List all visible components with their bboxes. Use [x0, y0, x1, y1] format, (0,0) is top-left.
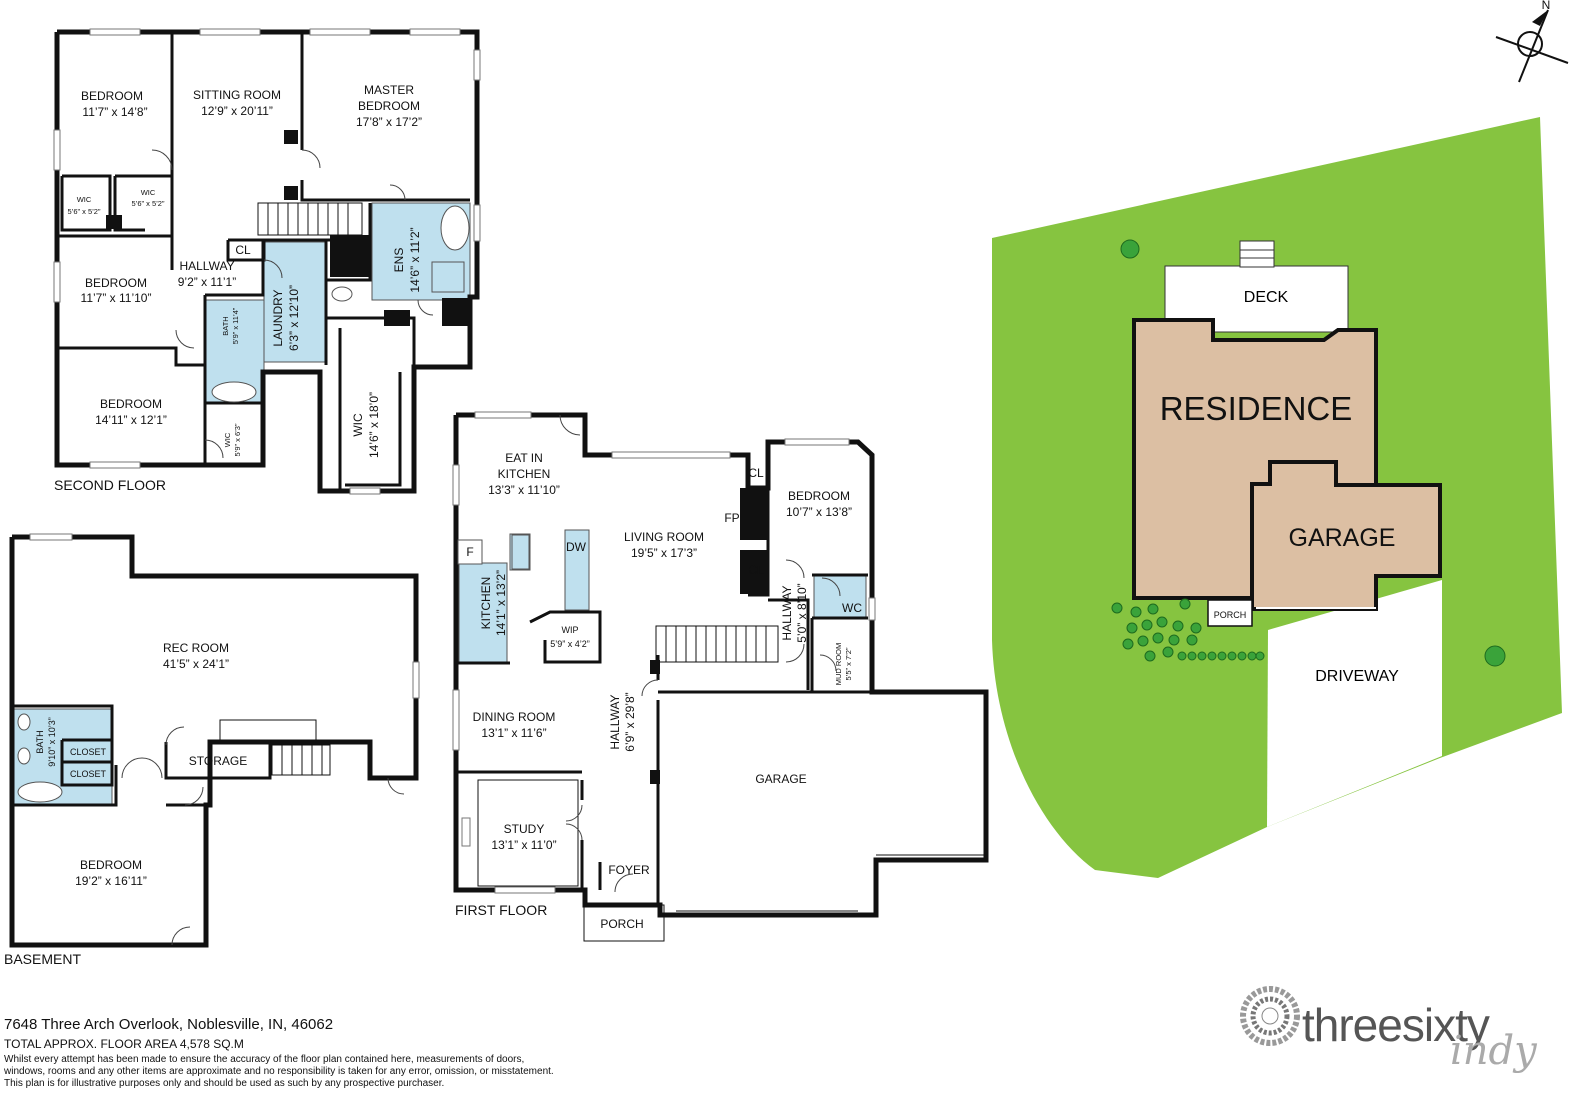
laundry-size: 6’3” x 12’10”: [287, 285, 301, 351]
compass-icon: [1495, 9, 1569, 83]
closet-2-label: CLOSET: [70, 769, 107, 779]
eat-in-kitchen-label-2: KITCHEN: [498, 467, 551, 481]
camera-aperture-icon: [1240, 986, 1300, 1046]
laundry-label: LAUNDRY: [271, 289, 285, 346]
closet-a-label: CL: [748, 466, 764, 480]
basement-plan: [9, 533, 420, 948]
hallway-short-size: 5’0” x 8’10”: [795, 583, 809, 642]
wic-1-label: WIC: [77, 195, 92, 204]
brand-subtitle: indy: [1450, 1028, 1537, 1074]
site-driveway-label: DRIVEWAY: [1315, 668, 1399, 685]
kitchen-size: 14’1” x 13’2”: [494, 570, 508, 636]
porch-label: PORCH: [600, 917, 643, 931]
compass-north-label: N: [1542, 0, 1551, 12]
wic-4-size: 14’6” x 18’0”: [367, 392, 381, 458]
plan-footer: 7648 Three Arch Overlook, Noblesville, I…: [4, 1016, 644, 1090]
master-bedroom-label-2: BEDROOM: [358, 99, 420, 113]
bath-basement-label: BATH: [35, 730, 45, 753]
living-room-label: LIVING ROOM: [624, 530, 704, 544]
total-floor-area: TOTAL APPROX. FLOOR AREA 4,578 SQ.M: [4, 1037, 244, 1051]
hallway-main-size: 6’9” x 29’8”: [623, 692, 637, 751]
master-bedroom-label-1: MASTER: [364, 83, 414, 97]
bedroom-1-size: 11’7” x 14’8”: [82, 105, 147, 119]
mud-room-label: MUD ROOM: [834, 643, 843, 686]
eat-in-kitchen-size: 13’3” x 11’10”: [488, 483, 560, 497]
sitting-room-size: 12’9” x 20’11”: [201, 104, 273, 118]
rec-room-size: 41’5” x 24’1”: [163, 657, 229, 671]
wic-1-size: 5’6” x 5’2”: [68, 207, 101, 216]
property-address: 7648 Three Arch Overlook, Noblesville, I…: [4, 1016, 334, 1033]
hallway-2f-size: 9’2” x 11’1”: [178, 275, 236, 289]
hallway-short-label: HALLWAY: [780, 585, 794, 640]
foyer-label: FOYER: [608, 863, 650, 877]
closet-b-label: CL: [748, 563, 764, 577]
first-floor-plan: [452, 411, 989, 942]
brand-name: threesixty: [1302, 999, 1490, 1051]
closet-2f-label: CL: [235, 243, 251, 257]
living-room-size: 19’5” x 17’3”: [631, 546, 697, 560]
bedroom-1f-label: BEDROOM: [788, 489, 850, 503]
disclaimer-line-2: windows, rooms and any other items are a…: [4, 1066, 554, 1077]
bedroom-1-label: BEDROOM: [81, 89, 143, 103]
walk-in-pantry-label: WIP: [562, 625, 579, 635]
brand-logo: threesixty indy: [1240, 980, 1560, 1090]
bath-basement-size: 9’10” x 10’3”: [47, 717, 57, 767]
wc-label: WC: [842, 601, 862, 615]
site-garage-label: GARAGE: [1289, 524, 1396, 552]
wic-4-label: WIC: [351, 413, 365, 437]
bath-2f-label: BATH: [221, 316, 230, 335]
wic-3-label: WIC: [223, 432, 232, 447]
fireplace-label: FP: [724, 511, 739, 525]
study-label: STUDY: [504, 822, 545, 836]
site-plan: [992, 9, 1569, 878]
bedroom-basement-label: BEDROOM: [80, 858, 142, 872]
site-residence-label: RESIDENCE: [1160, 390, 1353, 427]
eat-in-kitchen-label-1: EAT IN: [505, 451, 543, 465]
rec-room-label: REC ROOM: [163, 641, 229, 655]
bedroom-2-label: BEDROOM: [85, 276, 147, 290]
sitting-room-label: SITTING ROOM: [193, 88, 281, 102]
bath-2f-size: 5’9” x 11’4”: [231, 307, 240, 344]
hallway-main-label: HALLWAY: [608, 694, 622, 749]
hallway-2f-label: HALLWAY: [179, 259, 234, 273]
first-floor-title: FIRST FLOOR: [455, 902, 547, 918]
dining-room-size: 13’1” x 11’6”: [481, 726, 546, 740]
dishwasher-label: DW: [566, 540, 587, 554]
bedroom-basement-size: 19’2” x 16’11”: [75, 874, 147, 888]
walk-in-pantry-size: 5’9” x 4’2”: [550, 639, 590, 649]
bedroom-3-size: 14’11” x 12’1”: [95, 413, 167, 427]
bedroom-2-size: 11’7” x 11’10”: [81, 291, 152, 305]
disclaimer-line-3: This plan is for illustrative purposes o…: [4, 1078, 445, 1089]
basement-title: BASEMENT: [4, 951, 81, 967]
storage-label: STORAGE: [189, 754, 247, 768]
wic-2-size: 5’6” x 5’2”: [132, 199, 165, 208]
closet-1-label: CLOSET: [70, 747, 107, 757]
site-deck-label: DECK: [1244, 289, 1289, 306]
dining-room-label: DINING ROOM: [473, 710, 556, 724]
garage-1f-label: GARAGE: [755, 772, 806, 786]
bedroom-1f-size: 10’7” x 13’8”: [786, 505, 852, 519]
ensuite-size: 14’6” x 11’2”: [408, 227, 422, 292]
master-bedroom-size: 17’8” x 17’2”: [356, 115, 422, 129]
disclaimer-line-1: Whilst every attempt has been made to en…: [4, 1054, 525, 1065]
kitchen-label: KITCHEN: [479, 577, 493, 630]
second-floor-title: SECOND FLOOR: [54, 477, 166, 493]
wic-3-size: 5’9” x 6’3”: [233, 423, 242, 456]
site-porch-label: PORCH: [1214, 610, 1247, 620]
ensuite-label: ENS: [392, 248, 406, 273]
mud-room-size: 5’5” x 7’2”: [844, 647, 853, 680]
wic-2-label: WIC: [141, 188, 156, 197]
bedroom-3-label: BEDROOM: [100, 397, 162, 411]
second-floor-plan: [53, 28, 481, 495]
study-size: 13’1” x 11’0”: [491, 838, 556, 852]
fridge-label: F: [466, 545, 473, 559]
